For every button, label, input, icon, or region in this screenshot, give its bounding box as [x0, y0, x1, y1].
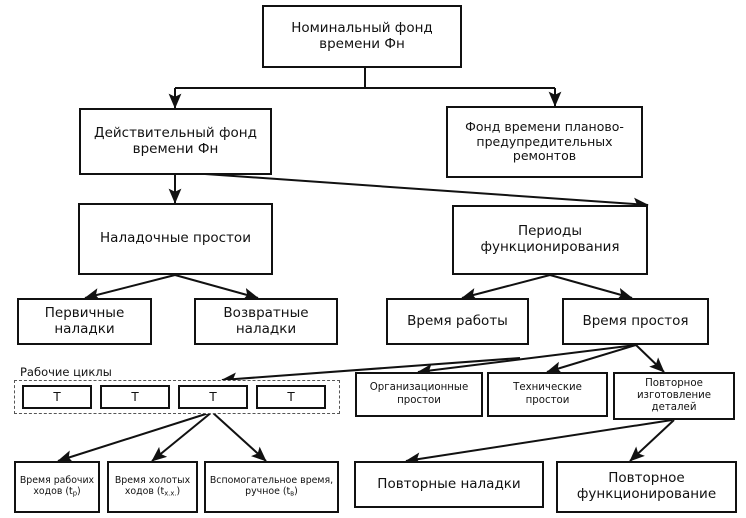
work-cycles-label: Рабочие циклы [20, 365, 112, 379]
node-repeat-operation-label: Повторное функционирование [576, 470, 717, 502]
node-actual-fund[interactable]: Действительный фонд времени Фн [79, 108, 272, 175]
edge-setup-to-primary [84, 274, 176, 301]
node-nominal-fund-label: Номинальный фонд времени Фн [291, 19, 433, 52]
node-repeat-operation[interactable]: Повторное функционирование [556, 461, 737, 513]
node-tech-downtime[interactable]: Технические простои [487, 372, 608, 417]
edge-repeat-to-setups [405, 419, 673, 466]
node-return-setups-label: Возвратные наладки [223, 304, 309, 337]
node-idle-time[interactable]: Время простоя [562, 298, 709, 345]
edge-cycle-to-work-stroke [57, 411, 213, 463]
node-ppr-fund-label: Фонд времени планово-предупредительных р… [465, 118, 624, 164]
cycle-item-1[interactable]: T [22, 385, 92, 409]
edge-periods-to-idle [549, 274, 633, 301]
cycle-item-3[interactable]: T [178, 385, 248, 409]
node-work-stroke-time[interactable]: Время рабочих ходов (tр) [14, 461, 100, 513]
edge-periods-to-work [461, 274, 551, 301]
node-actual-fund-label: Действительный фонд времени Фн [94, 124, 257, 157]
cycle-item-3-label: T [209, 390, 217, 404]
edge-cycle-to-auxiliary [211, 411, 267, 462]
node-auxiliary-time[interactable]: Вспомогательное время, ручное (tв) [204, 461, 339, 513]
node-setup-downtime[interactable]: Наладочные простои [78, 203, 273, 275]
node-nominal-fund[interactable]: Номинальный фонд времени Фн [262, 5, 462, 68]
node-org-downtime-label: Организационные простои [369, 382, 469, 406]
edge-setup-to-return [174, 274, 259, 301]
node-return-setups[interactable]: Возвратные наладки [194, 298, 338, 345]
edge-cycle-to-idle-stroke [151, 411, 213, 462]
node-setup-downtime-label: Наладочные простои [100, 230, 251, 247]
node-repeat-setups-label: Повторные наладки [377, 475, 521, 492]
cycle-item-1-label: T [53, 390, 61, 404]
node-tech-downtime-label: Технические простои [513, 382, 582, 406]
node-auxiliary-time-label: Вспомогательное время, ручное (tв) [209, 475, 334, 498]
cycle-item-2[interactable]: T [100, 385, 170, 409]
node-operation-periods-label: Периоды функционирования [480, 223, 620, 255]
node-repeat-manufacture[interactable]: Повторное изготовление деталей [613, 372, 735, 420]
cycle-item-4[interactable]: T [256, 385, 326, 409]
node-idle-time-label: Время простоя [582, 312, 689, 329]
node-idle-stroke-time[interactable]: Время холотых ходов (tх.х.) [107, 461, 198, 513]
node-primary-setups[interactable]: Первичные наладки [17, 298, 152, 345]
edge-actual-to-periods [204, 173, 649, 211]
node-org-downtime[interactable]: Организационные простои [355, 372, 483, 417]
node-repeat-manufacture-label: Повторное изготовление деталей [636, 377, 712, 414]
cycle-item-2-label: T [131, 390, 139, 404]
node-ppr-fund[interactable]: Фонд времени планово-предупредительных р… [446, 106, 643, 178]
edge-idle-to-tech [546, 344, 637, 374]
node-work-time-label: Время работы [407, 312, 508, 329]
node-repeat-setups[interactable]: Повторные наладки [354, 461, 544, 508]
edge-idle-to-repeat-manuf [635, 344, 665, 373]
node-operation-periods[interactable]: Периоды функционирования [452, 205, 648, 275]
node-work-stroke-time-label: Время рабочих ходов (tр) [19, 475, 95, 498]
node-work-time[interactable]: Время работы [386, 298, 529, 345]
node-primary-setups-label: Первичные наладки [44, 304, 125, 337]
cycle-item-4-label: T [287, 390, 295, 404]
edge-idle-to-org [417, 344, 637, 377]
node-idle-stroke-time-label: Время холотых ходов (tх.х.) [114, 475, 191, 498]
edge-repeat-to-operation [629, 419, 675, 462]
